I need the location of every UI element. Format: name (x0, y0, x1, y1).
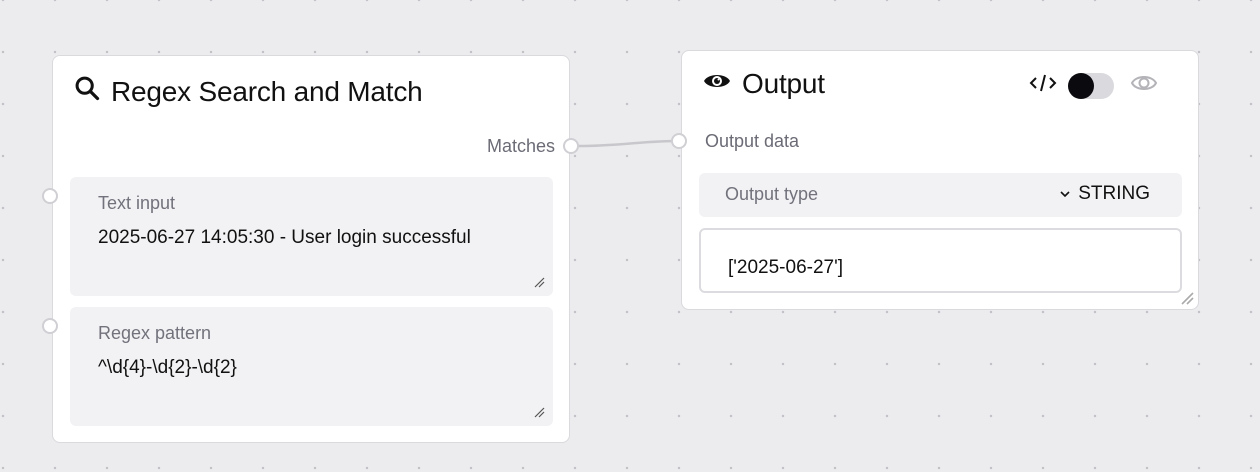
output-type-value[interactable]: STRING (1060, 183, 1150, 205)
matches-output-handle[interactable] (563, 138, 579, 154)
regex-pattern-handle[interactable] (42, 318, 58, 334)
node-title: Regex Search and Match (73, 74, 423, 109)
text-input-value[interactable]: 2025-06-27 14:05:30 - User login success… (98, 227, 471, 248)
code-icon[interactable] (1028, 71, 1058, 100)
field-label: Text input (98, 193, 176, 213)
text-input-field[interactable]: Text input 2025-06-27 14:05:30 - User lo… (70, 177, 553, 296)
resize-grip-icon[interactable] (533, 406, 545, 418)
output-result-text: ['2025-06-27'] (728, 257, 844, 278)
eye-outline-icon[interactable] (1130, 72, 1158, 99)
eye-icon (702, 68, 732, 100)
output-type-selected: STRING (1078, 183, 1150, 204)
output-result-box[interactable]: ['2025-06-27'] (699, 228, 1182, 293)
matches-handle-label: Matches (486, 136, 555, 156)
regex-pattern-value[interactable]: ^\d{4}-\d{2}-\d{2} (98, 357, 237, 378)
header-controls (1028, 71, 1158, 100)
output-data-input-handle[interactable] (671, 133, 687, 149)
output-type-label: Output type (725, 184, 819, 204)
regex-search-node[interactable]: Regex Search and Match Matches Text inpu… (42, 55, 579, 443)
node-title-text: Output (742, 68, 825, 99)
text-input-handle[interactable] (42, 188, 58, 204)
resize-grip-icon[interactable] (533, 276, 545, 288)
output-data-label: Output data (705, 131, 800, 151)
field-label: Regex pattern (98, 323, 212, 343)
view-toggle[interactable] (1068, 72, 1114, 99)
output-type-select[interactable]: Output type STRING (699, 173, 1182, 217)
node-title-text: Regex Search and Match (111, 75, 423, 107)
chevron-down-icon (1060, 191, 1070, 198)
toggle-knob (1068, 72, 1094, 99)
search-icon (73, 74, 101, 109)
output-node[interactable]: Output Output data Output type STRING ['… (671, 50, 1199, 310)
node-title: Output (702, 68, 825, 100)
node-resize-grip-icon[interactable] (1180, 291, 1194, 305)
regex-pattern-field[interactable]: Regex pattern ^\d{4}-\d{2}-\d{2} (70, 307, 553, 426)
